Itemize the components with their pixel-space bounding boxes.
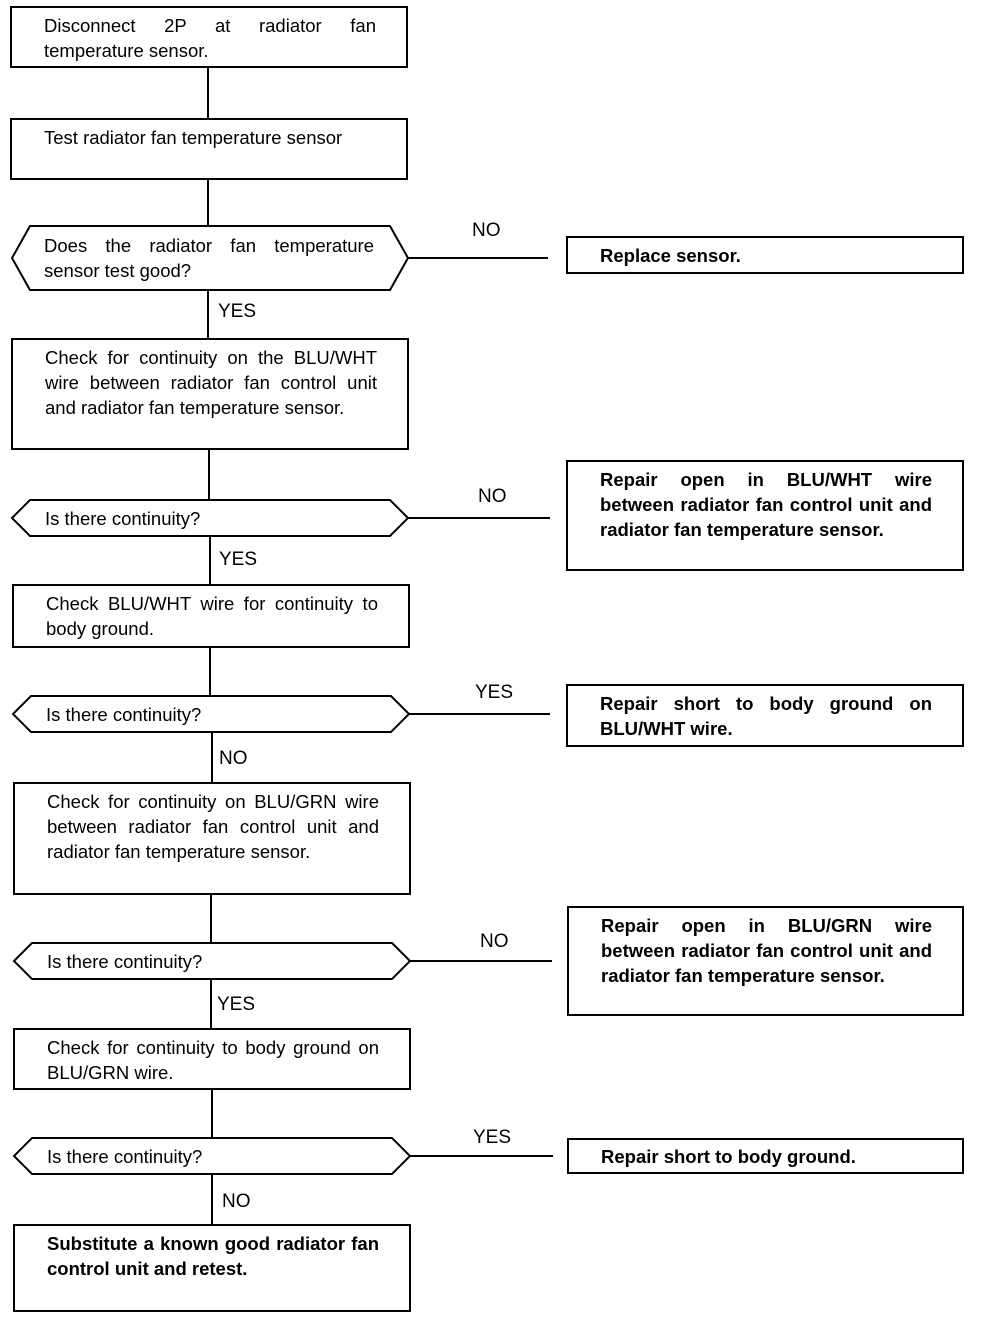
result-repair-open-blu-grn: Repair open in BLU/GRN wire between radi… bbox=[567, 906, 964, 1016]
result-repair-open-blu-wht: Repair open in BLU/WHT wire between radi… bbox=[566, 460, 964, 571]
step-substitute-control-unit: Substitute a known good radiator fan con… bbox=[13, 1224, 411, 1312]
decision-shape-1 bbox=[10, 225, 410, 291]
label-no-5: NO bbox=[222, 1191, 251, 1212]
label-no-1: NO bbox=[472, 220, 501, 241]
label-yes-1: YES bbox=[218, 301, 257, 322]
decision-sensor-good: Does the radiator fan temperature sensor… bbox=[44, 235, 374, 281]
decision-continuity-3: Is there continuity? bbox=[47, 951, 203, 972]
step-check-blu-grn-continuity: Check for continuity on BLU/GRN wire bet… bbox=[13, 782, 411, 895]
label-no-3: NO bbox=[219, 748, 248, 769]
result-repair-short-blu-wht: Repair short to body ground on BLU/WHT w… bbox=[566, 684, 964, 747]
step-test-sensor: Test radiator fan temperature sensor bbox=[10, 118, 408, 180]
result-replace-sensor: Replace sensor. bbox=[566, 236, 964, 274]
decision-continuity-4: Is there continuity? bbox=[47, 1146, 203, 1167]
label-yes-2: YES bbox=[219, 549, 258, 570]
result-repair-short: Repair short to body ground. bbox=[567, 1138, 964, 1174]
step-check-blu-wht-ground: Check BLU/WHT wire for continuity to bod… bbox=[12, 584, 410, 648]
step-check-blu-grn-ground: Check for continuity to body ground on B… bbox=[13, 1028, 411, 1090]
decision-shape-2 bbox=[10, 499, 410, 537]
label-yes-4: YES bbox=[217, 994, 256, 1015]
step-disconnect: Disconnect 2P at radiator fan temperatur… bbox=[10, 6, 408, 68]
step-check-blu-wht-continuity: Check for continuity on the BLU/WHT wire… bbox=[11, 338, 409, 450]
label-yes-3: YES bbox=[475, 682, 514, 703]
label-no-2: NO bbox=[478, 486, 507, 507]
decision-shape-4 bbox=[12, 942, 412, 980]
decision-continuity-2: Is there continuity? bbox=[46, 704, 202, 725]
decision-shape-5 bbox=[12, 1137, 412, 1175]
label-no-4: NO bbox=[480, 931, 509, 952]
label-yes-5: YES bbox=[473, 1127, 512, 1148]
decision-continuity-1: Is there continuity? bbox=[45, 508, 201, 529]
decision-shape-3 bbox=[11, 695, 411, 733]
